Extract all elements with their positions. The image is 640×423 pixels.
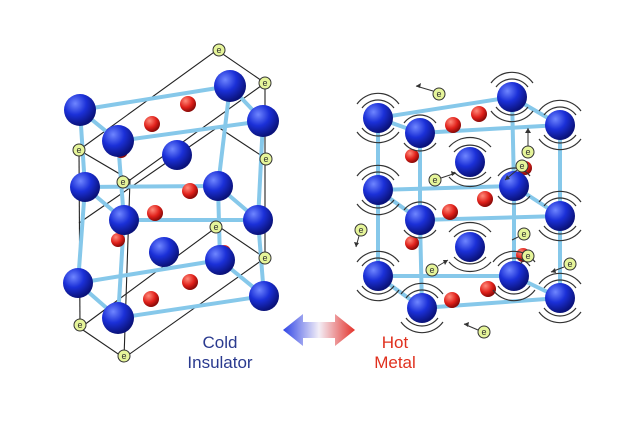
cold-insulator-label: Cold Insulator [170,333,270,373]
electron: e [117,349,131,363]
electron: e [519,249,535,265]
svg-text:e: e [519,161,524,171]
svg-text:e: e [521,229,526,239]
electron: e [511,227,531,241]
svg-text:e: e [525,147,530,157]
electron: e [116,175,130,189]
svg-text:e: e [481,327,486,337]
electron: e [209,220,223,234]
electron: e [259,152,273,166]
electron: e [354,223,368,248]
electron: e [72,143,86,157]
cold-insulator-lattice: e e e e e e e e e [63,43,279,363]
hot-metal-label: Hot Metal [355,333,435,373]
svg-text:e: e [216,45,221,55]
bonds [76,84,266,320]
svg-text:e: e [76,145,81,155]
electron: e [428,171,457,187]
svg-text:e: e [432,175,437,185]
free-electrons: e e e e e e e e e e [354,83,577,339]
hot-label-line1: Hot [381,333,409,352]
electron: e [550,257,577,273]
svg-text:e: e [262,253,267,263]
svg-text:e: e [263,154,268,164]
metal-atoms [63,70,279,334]
electron: e [415,83,446,101]
localized-electrons: e e e e e e e e e [72,43,273,363]
electron: e [504,159,529,181]
svg-text:e: e [436,89,441,99]
electron: e [463,322,491,339]
svg-text:e: e [567,259,572,269]
transition-arrow [283,314,355,346]
vibrating-atoms [356,71,582,334]
cold-label-line2: Insulator [187,353,253,372]
hot-metal-lattice: e e e e e e e e e e [354,71,582,339]
svg-text:e: e [429,265,434,275]
electron: e [425,259,449,277]
svg-text:e: e [120,177,125,187]
svg-text:e: e [213,222,218,232]
electron: e [73,318,87,332]
svg-text:e: e [262,78,267,88]
electron: e [212,43,226,57]
svg-text:e: e [121,351,126,361]
electron: e [258,251,272,265]
cold-label-line1: Cold [202,333,238,352]
svg-text:e: e [77,320,82,330]
svg-text:e: e [525,251,530,261]
electron: e [258,76,272,90]
electron: e [521,128,535,159]
svg-text:e: e [358,225,363,235]
hot-label-line2: Metal [374,353,416,372]
bonds [376,95,562,310]
